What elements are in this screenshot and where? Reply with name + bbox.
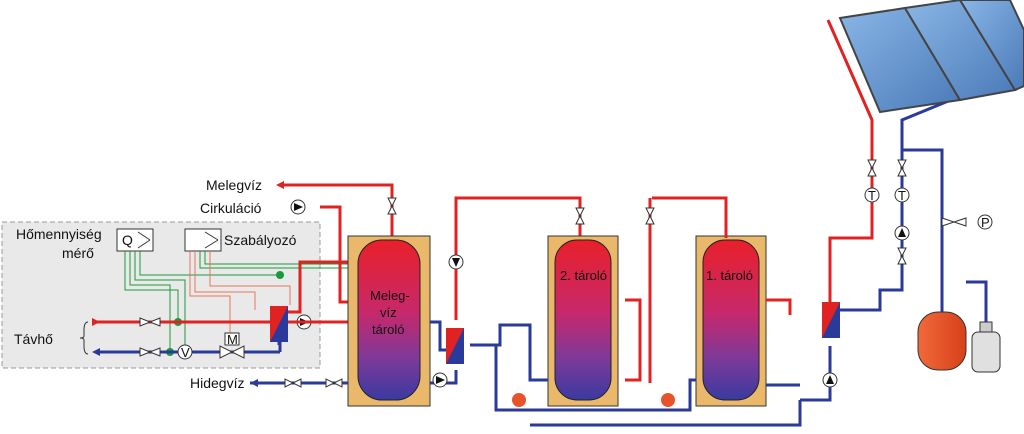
valve-icon xyxy=(139,317,161,357)
thermometer-icon xyxy=(894,187,910,203)
storage-interconnect-pipes xyxy=(490,196,802,427)
arrow-icon xyxy=(92,348,100,356)
sensor-dot xyxy=(276,271,284,279)
cold-water-label: Hidegvíz xyxy=(190,375,244,391)
thermometer-icon xyxy=(864,187,880,203)
controller-label: Szabályozó xyxy=(224,232,297,248)
secondary-loop xyxy=(277,260,355,345)
storage-tank-1: 1. tároló xyxy=(695,235,767,407)
valve-icon xyxy=(387,197,397,215)
fill-line xyxy=(940,280,988,322)
hot-water-label: Melegvíz xyxy=(206,177,262,193)
pressure-gauge-icon xyxy=(977,214,993,230)
expansion-vessel-icon xyxy=(512,393,526,407)
solar-circuit-pipes xyxy=(766,19,1024,402)
expansion-vessel-icon xyxy=(661,393,675,407)
valve-icon xyxy=(284,378,343,388)
motor-valve-letter: M xyxy=(227,332,238,347)
district-heating-label: Távhő xyxy=(14,331,53,347)
valve-icon xyxy=(575,207,585,225)
valve-icon xyxy=(867,159,967,265)
control-wires-green xyxy=(124,251,392,352)
arrow-icon xyxy=(92,318,100,326)
heat-meter-label-2: mérő xyxy=(62,245,94,261)
thermometer-letter-2: T xyxy=(898,188,906,203)
storage-tank-1-label: 1. tároló xyxy=(706,268,753,283)
flow-meter-letter: V xyxy=(181,345,190,360)
circulation-label: Cirkuláció xyxy=(200,200,262,216)
thermometer-letter: T xyxy=(868,188,876,203)
control-wires-orange xyxy=(189,251,291,340)
brace xyxy=(79,321,89,355)
hot-water-tank-label-3: tároló xyxy=(372,322,405,337)
heat-meter-letter: Q xyxy=(122,232,133,248)
flow-meter-icon xyxy=(177,344,193,360)
motor-valve-icon xyxy=(219,332,245,359)
storage-tank-2-label: 2. tároló xyxy=(560,268,607,283)
hot-water-tank-label-2: víz xyxy=(380,305,397,320)
storage-tank-2: 2. tároló xyxy=(547,235,619,407)
heat-meter: Q xyxy=(116,228,154,252)
valve-icon xyxy=(645,207,655,225)
solar-collector xyxy=(838,0,1024,114)
controller xyxy=(184,228,222,252)
pressure-gauge-letter: P xyxy=(981,215,990,230)
antifreeze-container xyxy=(971,321,1001,373)
substation-panel xyxy=(1,221,321,369)
hot-water-tank-label-1: Meleg- xyxy=(370,288,410,303)
hot-water-tank: Meleg- víz tároló xyxy=(347,235,431,407)
solar-expansion-vessel xyxy=(917,311,967,371)
heat-meter-label-1: Hőmennyiség xyxy=(16,226,102,242)
